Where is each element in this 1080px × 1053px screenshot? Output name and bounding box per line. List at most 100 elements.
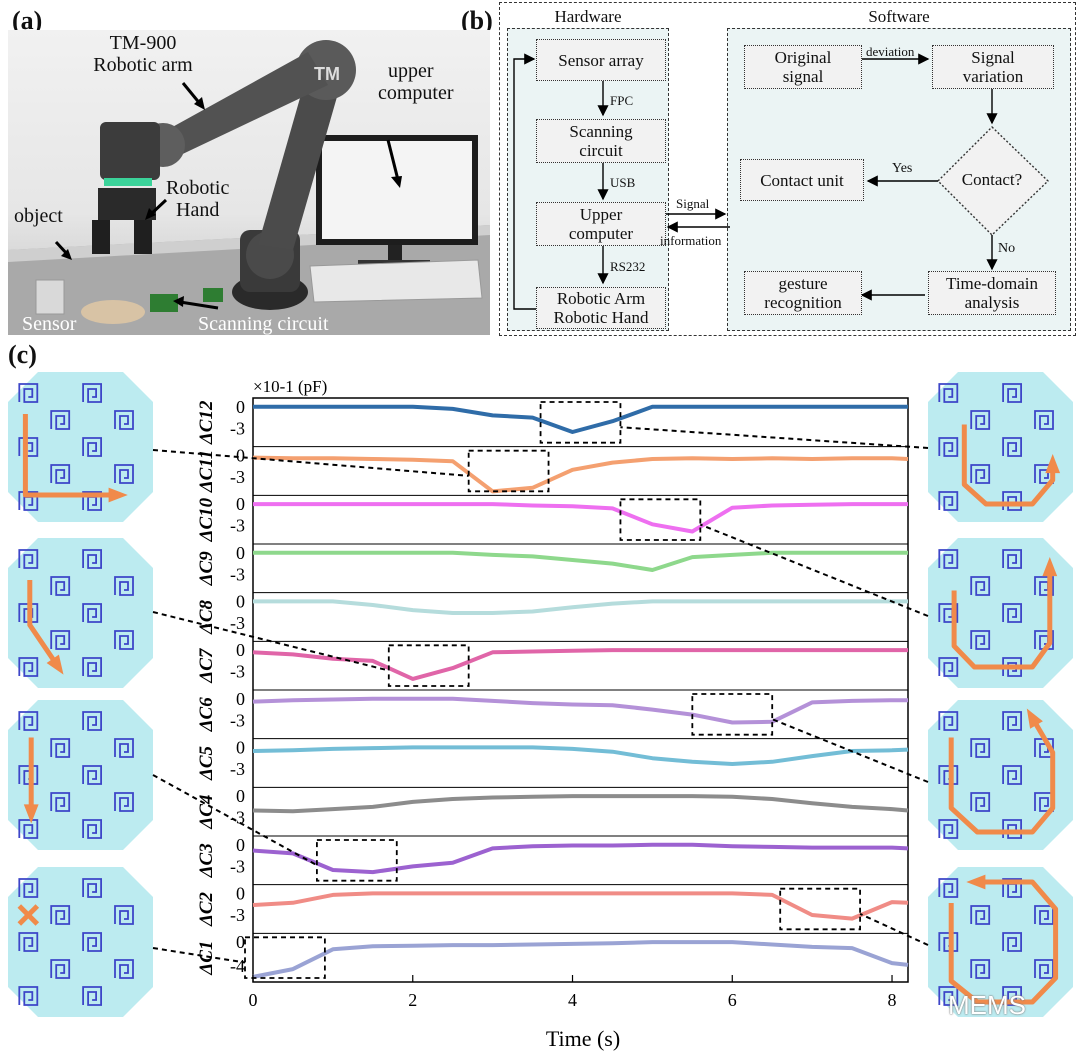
series-label: ΔC1 (196, 941, 217, 976)
electrode-spiral (938, 711, 959, 731)
gesture-path (948, 716, 1056, 835)
electrode-spiral (50, 905, 71, 925)
keyboard (309, 259, 483, 303)
x-tick-label: 6 (728, 990, 737, 1010)
y-tick-label: 0 (236, 591, 245, 611)
series-label: ΔC4 (196, 795, 217, 830)
edge-label-information: information (660, 233, 722, 248)
electrode-spiral (938, 437, 959, 457)
unit-label: ×10-1 (pF) (253, 377, 327, 396)
caption-object: object (14, 205, 63, 227)
electrode-spiral (114, 959, 134, 979)
series-line (252, 842, 909, 875)
box-sensor-array: Sensor array (536, 39, 666, 81)
electrode-spiral (938, 549, 959, 569)
arm-logo: TM (314, 64, 340, 84)
electrode-spiral (938, 491, 959, 511)
flow-arrows (513, 53, 1050, 310)
y-tick-label: -3 (230, 905, 245, 925)
electrode-spiral (82, 437, 102, 457)
series-label: ΔC11 (196, 450, 217, 494)
y-tick-label: 0 (236, 932, 245, 952)
series-label: ΔC6 (196, 697, 217, 733)
electrode-spiral (1034, 792, 1054, 812)
connector-line (152, 947, 246, 964)
electrode-spiral (82, 878, 102, 898)
y-tick-label: -3 (230, 856, 245, 876)
gesture-path (951, 568, 1053, 670)
electrode-spiral (114, 738, 134, 758)
dashed-connectors (152, 426, 929, 964)
electrode-spiral (938, 986, 959, 1006)
highlight-box (316, 839, 398, 882)
y-tick-label: 0 (236, 883, 245, 903)
y-tick-label: 0 (236, 494, 245, 514)
electrode-spiral (18, 986, 39, 1006)
electrode-spiral (82, 819, 102, 839)
sensor-outline (928, 372, 1073, 522)
electrode-spiral (970, 630, 991, 650)
electrode-spiral (82, 765, 102, 785)
electrode-spiral (82, 549, 102, 569)
electrode-spiral (82, 657, 102, 677)
arm-link-forearm (158, 52, 328, 160)
series-line (252, 745, 909, 766)
electrode-spiral (50, 576, 71, 596)
edge-label-yes: Yes (892, 161, 913, 176)
electrode-spiral (1034, 905, 1054, 925)
object-block (35, 279, 65, 315)
gesture-path (27, 580, 60, 667)
y-tick-label: -3 (230, 418, 245, 438)
watermark: MEMS (948, 990, 1026, 1020)
sensor-diagram (8, 867, 153, 1017)
connector-line (152, 611, 390, 672)
electrode-spiral (18, 819, 39, 839)
electrode-spiral (18, 932, 39, 952)
gesture-arrowhead (1042, 557, 1058, 577)
series-label: ΔC5 (196, 745, 217, 781)
gesture-arrowhead (966, 874, 986, 890)
sensor-outline (928, 538, 1073, 688)
electrode-spiral (50, 959, 71, 979)
contact-decision-diamond (937, 126, 1050, 236)
highlight-box (387, 644, 470, 687)
y-tick-label: 0 (236, 689, 245, 709)
setup-photo-drawing: TM (8, 40, 490, 335)
scanning-circuit-board (150, 294, 178, 312)
electrode-spiral (50, 792, 71, 812)
x-axis-label: Time (s) (546, 1026, 620, 1051)
gesture-arrowhead (1026, 708, 1043, 729)
series-line (252, 455, 909, 494)
electrode-spiral (1002, 711, 1022, 731)
electrode-spiral (114, 905, 134, 925)
electrode-spiral (114, 410, 134, 430)
sensor-diagram (928, 372, 1073, 522)
y-tick-label: 0 (236, 835, 245, 855)
wrist (100, 122, 160, 180)
electrode-spiral (50, 464, 71, 484)
x-tick-label: 8 (888, 990, 897, 1010)
series-line (253, 599, 908, 615)
electrode-spiral (1002, 932, 1022, 952)
series-label: ΔC7 (196, 647, 217, 684)
gripper-body (98, 188, 156, 220)
decision-label-contact: Contact? (961, 170, 1023, 189)
electrode-spiral (1002, 603, 1022, 623)
series-label: ΔC10 (196, 497, 217, 542)
y-tick-label: -3 (230, 662, 245, 682)
connector-line (699, 523, 929, 617)
series-line (252, 696, 908, 725)
electrode-spiral (938, 819, 959, 839)
edge-label-usb: USB (610, 175, 636, 190)
highlight-box (539, 401, 622, 444)
sensor-diagrams (8, 372, 1073, 1017)
gesture-path (961, 424, 1056, 507)
electrode-spiral (938, 878, 959, 898)
electrode-spiral (970, 576, 991, 596)
electrode-spiral (114, 792, 134, 812)
y-tick-label: -3 (230, 759, 245, 779)
series-line (253, 404, 908, 434)
sensor-outline (928, 867, 1073, 1017)
